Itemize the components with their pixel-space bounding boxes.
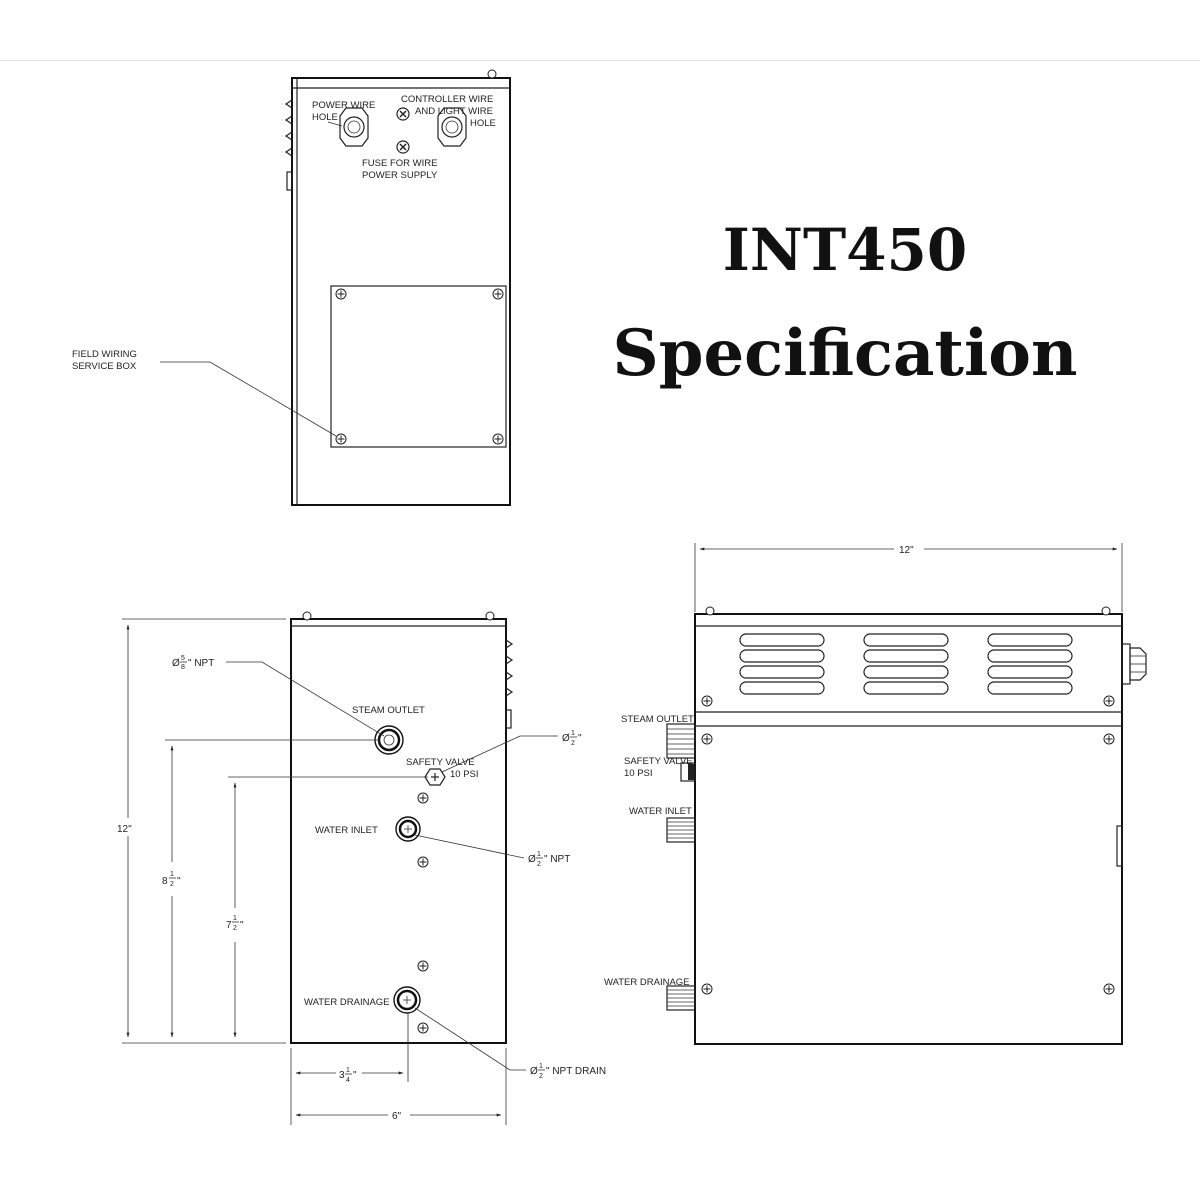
water-drainage-label: WATER DRAINAGE bbox=[304, 997, 390, 1008]
svg-text:2: 2 bbox=[539, 1073, 543, 1080]
controller-x-icon bbox=[396, 107, 410, 121]
npt-drain-label: " NPT DRAIN bbox=[546, 1066, 606, 1077]
svg-text:8: 8 bbox=[181, 664, 185, 671]
vent-group-1 bbox=[739, 633, 825, 695]
controller-wire-label-2: AND LIGHT WIRE bbox=[415, 106, 493, 117]
side-steam-outlet-fitting bbox=[666, 723, 696, 759]
power-wire-label-2: HOLE bbox=[312, 112, 338, 123]
fuse-label-1: FUSE FOR WIRE bbox=[362, 158, 437, 169]
npt-5-8-prefix: Ø bbox=[172, 658, 180, 669]
front-view: STEAM OUTLET Ø 5 8 " NPT SAFETY VALVE 10 … bbox=[116, 611, 606, 1125]
controller-wire-label-1: CONTROLLER WIRE bbox=[401, 94, 493, 105]
side-safety-valve-label: SAFETY VALVE bbox=[624, 756, 693, 767]
water-inlet-port-icon bbox=[395, 816, 421, 842]
npt-half-label: " NPT bbox=[544, 854, 570, 865]
npt-5-8-label: " NPT bbox=[188, 658, 214, 669]
svg-text:5: 5 bbox=[181, 655, 185, 662]
fuse-label-2: POWER SUPPLY bbox=[362, 170, 438, 181]
front-view-body bbox=[290, 618, 507, 1044]
svg-text:Ø: Ø bbox=[530, 1066, 538, 1077]
svg-text:1: 1 bbox=[233, 915, 237, 922]
svg-text:Ø: Ø bbox=[528, 854, 536, 865]
top-view: POWER WIRE HOLE CONTROLLER WIRE AND LIGH… bbox=[72, 69, 511, 506]
svg-text:1: 1 bbox=[571, 730, 575, 737]
controller-wire-gland-icon bbox=[437, 107, 467, 147]
svg-text:": " bbox=[177, 876, 181, 887]
side-width-12-label: 12" bbox=[899, 545, 914, 556]
steam-outlet-label: STEAM OUTLET bbox=[352, 705, 425, 716]
svg-text:2: 2 bbox=[537, 861, 541, 868]
width-6-label: 6" bbox=[392, 1111, 402, 1122]
side-view: 12" bbox=[604, 542, 1147, 1045]
svg-text:2: 2 bbox=[170, 881, 174, 888]
side-water-inlet-label: WATER INLET bbox=[629, 806, 692, 817]
power-wire-label-1: POWER WIRE bbox=[312, 100, 375, 111]
svg-text:1: 1 bbox=[537, 851, 541, 858]
svg-text:1: 1 bbox=[539, 1063, 543, 1070]
svg-text:1: 1 bbox=[170, 871, 174, 878]
safety-valve-label: SAFETY VALVE bbox=[406, 757, 475, 768]
power-wire-gland-icon bbox=[339, 107, 369, 147]
side-safety-valve-psi: 10 PSI bbox=[624, 768, 653, 779]
side-safety-valve-fitting bbox=[680, 762, 696, 782]
svg-text:4: 4 bbox=[346, 1077, 350, 1084]
svg-text:": " bbox=[240, 920, 244, 931]
width-3-label: 3 bbox=[339, 1070, 345, 1081]
side-water-drainage-label: WATER DRAINAGE bbox=[604, 977, 690, 988]
height-12-label: 12" bbox=[117, 824, 132, 835]
side-steam-outlet-label: STEAM OUTLET bbox=[621, 714, 694, 725]
svg-text:Ø: Ø bbox=[562, 733, 570, 744]
side-gland-icon bbox=[1121, 643, 1147, 685]
title-specification: Specification bbox=[612, 316, 1077, 391]
controller-wire-label-3: HOLE bbox=[470, 118, 496, 129]
field-wiring-label-1: FIELD WIRING bbox=[72, 349, 137, 360]
dia-half-mark: " bbox=[578, 733, 582, 744]
field-wiring-label-2: SERVICE BOX bbox=[72, 361, 137, 372]
side-water-drainage-fitting bbox=[666, 985, 696, 1011]
top-view-body bbox=[291, 77, 511, 506]
safety-valve-icon bbox=[424, 768, 446, 786]
safety-valve-psi: 10 PSI bbox=[450, 769, 479, 780]
svg-text:1: 1 bbox=[346, 1067, 350, 1074]
vent-group-3 bbox=[987, 633, 1073, 695]
title-model: INT450 bbox=[723, 216, 967, 284]
svg-text:": " bbox=[353, 1070, 357, 1081]
fuse-x-icon bbox=[396, 140, 410, 154]
svg-text:2: 2 bbox=[233, 925, 237, 932]
top-bar bbox=[0, 0, 1200, 61]
water-drainage-port-icon bbox=[393, 986, 421, 1014]
side-water-inlet-fitting bbox=[666, 817, 696, 843]
steam-outlet-port-icon bbox=[374, 725, 404, 755]
svg-text:2: 2 bbox=[571, 740, 575, 747]
field-wiring-box bbox=[330, 285, 507, 448]
vent-group-2 bbox=[863, 633, 949, 695]
height-7-label: 7 bbox=[226, 920, 232, 931]
height-8-label: 8 bbox=[162, 876, 168, 887]
water-inlet-label: WATER INLET bbox=[315, 825, 378, 836]
